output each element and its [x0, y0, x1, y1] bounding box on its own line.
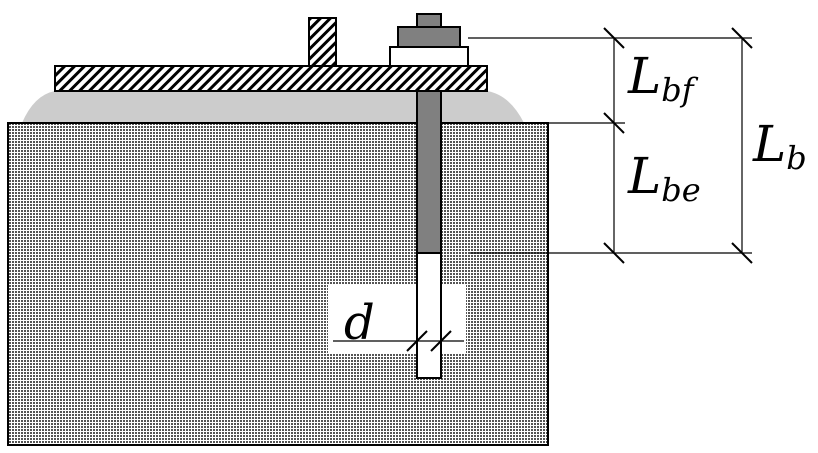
concrete-foundation [7, 122, 549, 446]
washer [389, 46, 469, 67]
bolt-lower-sleeve [416, 252, 442, 379]
tick-lb-top [731, 27, 753, 49]
label-l-b-sub: b [786, 139, 806, 177]
tick-d-left [406, 330, 428, 352]
diameter-label-background [328, 284, 466, 354]
base-plate [54, 65, 488, 92]
label-l-b-main: L [752, 115, 786, 173]
tick-d-right [430, 330, 452, 352]
grout-bed [22, 91, 524, 123]
nut [397, 26, 461, 48]
label-l-be: Lbe [627, 147, 701, 209]
label-l-bf-sub: bf [661, 71, 698, 109]
tick-lb-bottom [731, 242, 753, 264]
bolt-tip [416, 13, 442, 28]
label-l-be-main: L [627, 147, 661, 205]
label-l-bf: Lbf [627, 47, 699, 109]
tick-lbf-bottom [603, 112, 625, 134]
label-l-b: Lb [752, 115, 807, 177]
label-l-be-sub: be [661, 171, 700, 209]
label-d: d [344, 295, 375, 351]
tick-lbe-bottom [603, 242, 625, 264]
tick-lbf-top [603, 27, 625, 49]
anchor-bolt-shank [416, 90, 442, 254]
label-l-bf-main: L [627, 47, 661, 105]
column-stub [308, 17, 337, 67]
